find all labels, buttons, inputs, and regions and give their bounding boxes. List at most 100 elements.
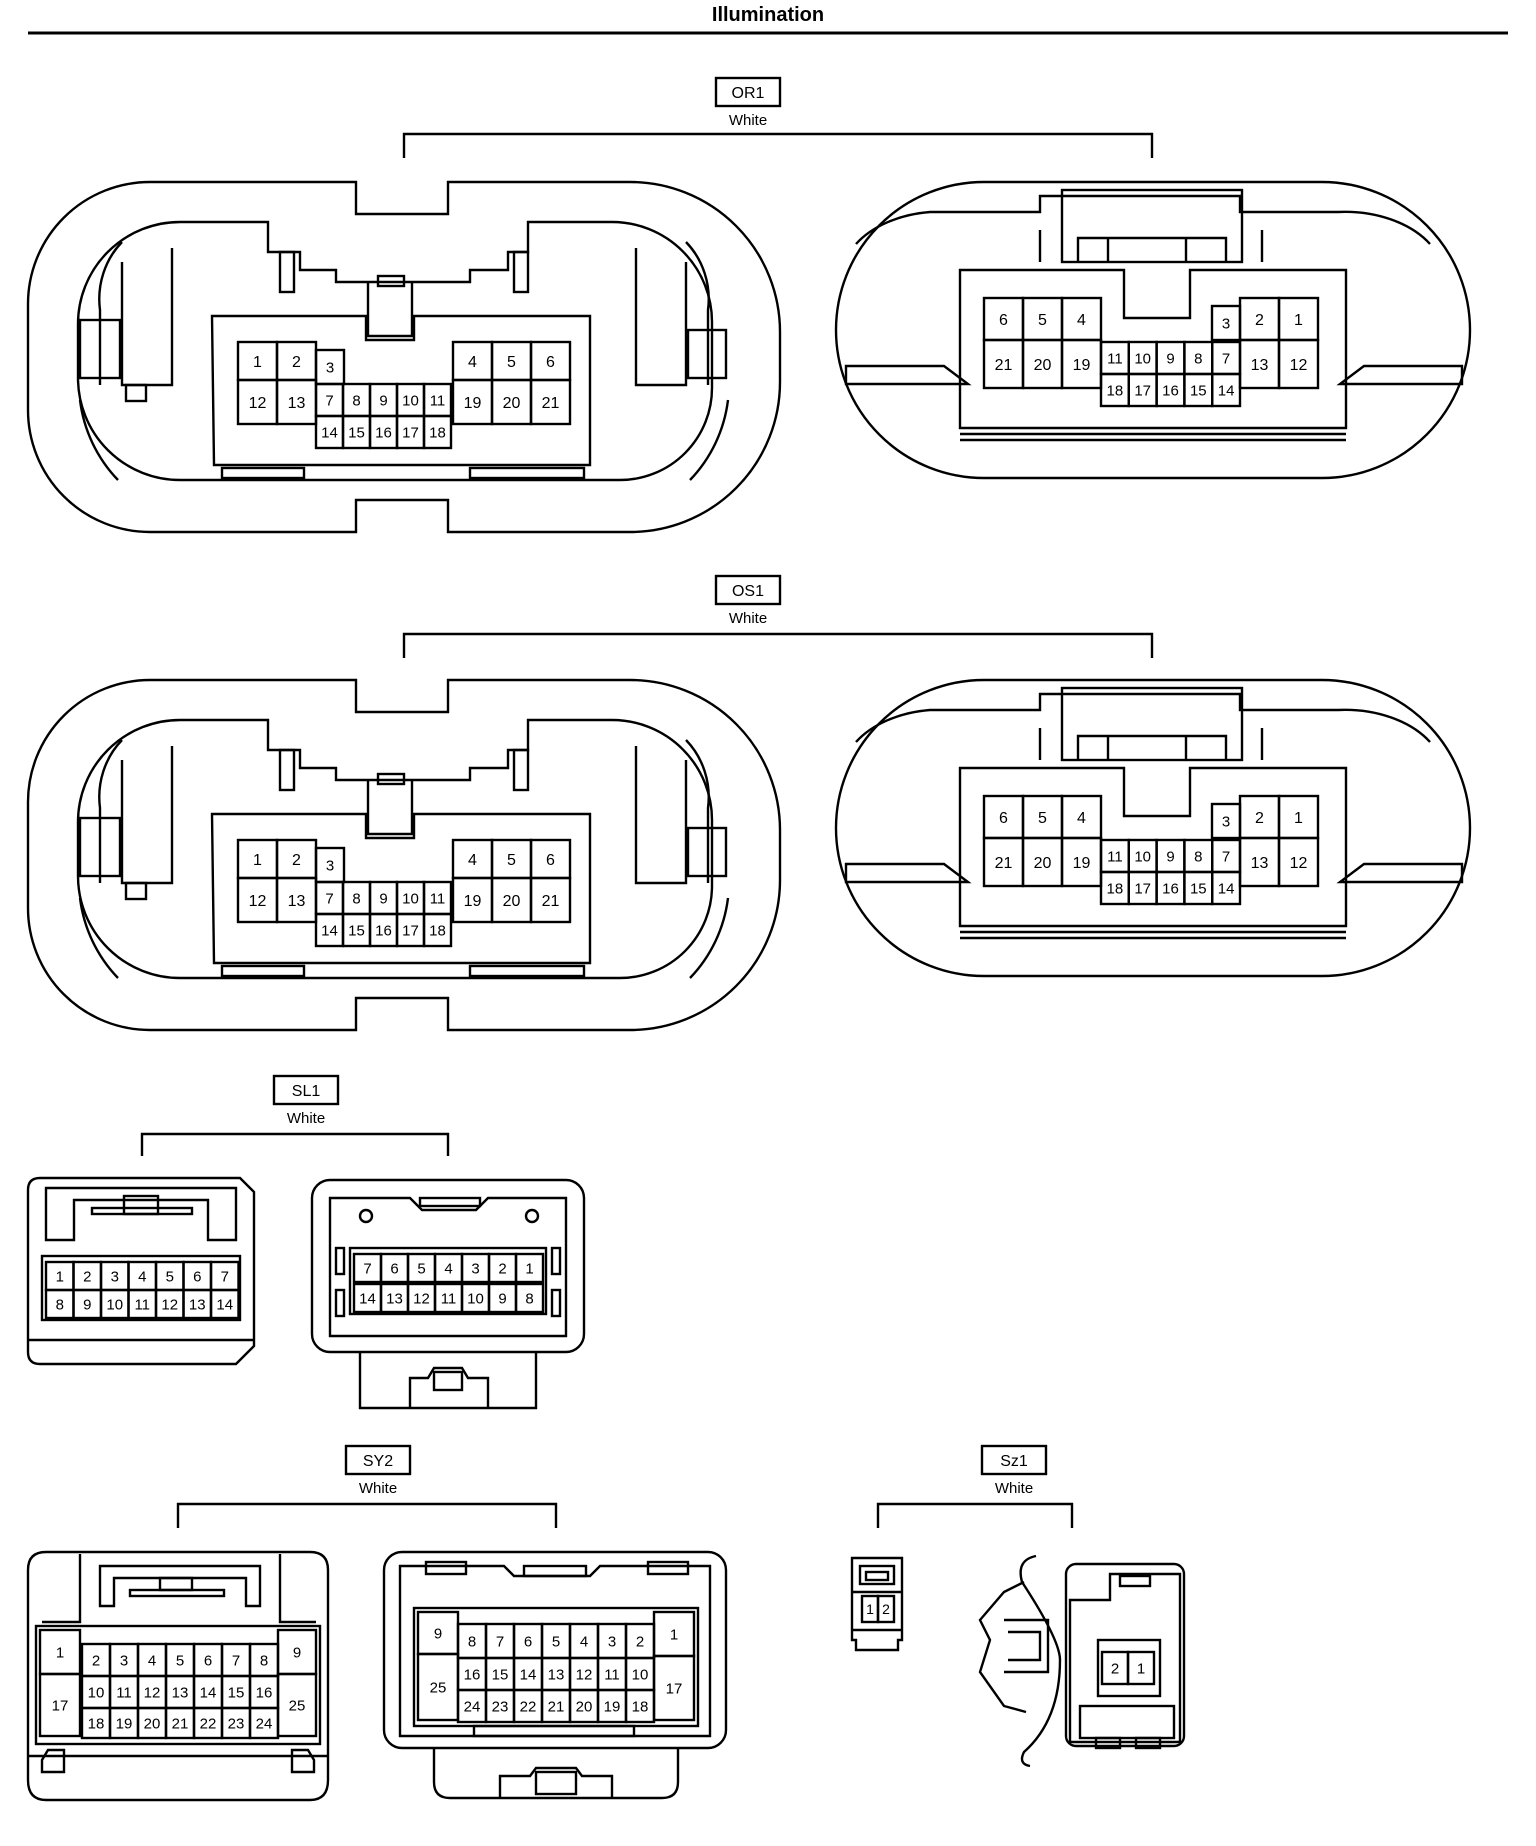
pin-number: 10 [402,890,419,907]
inner-frame [958,766,1348,928]
connector-label-box [272,1074,340,1106]
pin-number: 8 [468,1633,476,1650]
pin-number: 15 [348,424,365,441]
pin-number: 12 [576,1666,593,1683]
pin-cell [1126,1650,1156,1686]
pin-number: 2 [1111,1660,1119,1677]
pin-number: 4 [1077,312,1086,329]
pin-number: 7 [363,1260,371,1277]
hood [864,1570,890,1582]
pin-number: 17 [402,424,419,441]
rail-right [1336,862,1464,884]
cavity-frame [40,1254,242,1322]
pin-number: 8 [525,1290,533,1307]
connector-body [310,1178,586,1354]
connector-code: OS1 [732,583,764,600]
latch-left [78,318,122,380]
pin-number: 12 [413,1290,430,1307]
latch-right [686,826,728,878]
pin-number: 1 [1137,1660,1145,1677]
pin-number: 15 [492,1666,509,1683]
pin-cell [209,1288,240,1320]
pin-number: 3 [111,1268,119,1285]
connector-body [834,180,1472,480]
pin-number: 21 [542,395,560,412]
outer-arc [78,399,119,481]
connector-body [382,1550,728,1750]
lock-bar [128,1588,226,1598]
pin-cell [876,1594,896,1624]
connector-bracket [176,1502,558,1528]
pin-number: 22 [520,1698,537,1715]
pin-cell [1277,338,1320,390]
pin-cell [38,1672,82,1738]
pin-cell [1210,372,1242,408]
pin-number: 1 [1294,810,1303,827]
pin-number: 1 [56,1644,64,1661]
pin-number: 19 [1073,855,1091,872]
pin-number: 1 [253,354,262,371]
pin-number: 2 [292,354,301,371]
connector-label-box [980,1444,1048,1476]
pin-number: 9 [379,392,387,409]
cavity-frame [348,1246,548,1316]
foot [1094,1736,1122,1750]
pin-number: 2 [83,1268,91,1285]
lock-tab [408,1366,490,1408]
latch-tab [124,383,148,403]
connector-body [1064,1562,1186,1748]
connector-bracket [402,632,1154,658]
pin-number: 19 [464,395,482,412]
post [512,250,530,294]
latch-left [120,746,174,885]
pin-number: 7 [325,392,333,409]
lock-tab [498,1766,614,1798]
pin-number: 13 [189,1296,206,1313]
connector-label-box [714,574,782,606]
pin-number: 19 [604,1698,621,1715]
cavity-frame [1096,1638,1162,1698]
pin-number: 2 [1255,810,1264,827]
pin-number: 8 [56,1296,64,1313]
pin-number: 6 [524,1633,532,1650]
pin-number: 18 [632,1698,649,1715]
pin-number: 12 [249,395,267,412]
pin-number: 1 [56,1268,64,1285]
pin-cell [422,414,453,450]
side-slot [550,1246,562,1276]
pin-number: 20 [576,1698,593,1715]
post [512,748,530,792]
pin-number: 14 [1218,382,1235,399]
side-slot [334,1246,346,1276]
latch-left [78,816,122,878]
pin-number: 9 [498,1290,506,1307]
center-key [366,282,414,338]
center-key [376,274,406,288]
lock-tab [534,1770,578,1796]
pin-number: 7 [221,1268,229,1285]
pin-number: 6 [999,312,1008,329]
base [1078,1704,1176,1740]
connector-body [26,1176,256,1366]
pin-number: 5 [417,1260,425,1277]
latch-tab [124,881,148,901]
pin-number: 16 [1162,880,1179,897]
rail-left [844,862,972,884]
pin-number: 19 [1073,357,1091,374]
pin-number: 3 [471,1260,479,1277]
rail-right [1336,364,1464,386]
pin-number: 13 [288,395,306,412]
rail-left [844,364,972,386]
hood [855,194,1431,245]
pin-number: 10 [1134,848,1151,865]
lock-bar [90,1206,194,1216]
pin-number: 10 [402,392,419,409]
pin-number: 4 [1077,810,1086,827]
pin-number: 5 [1038,810,1047,827]
pin-number: 10 [467,1290,484,1307]
connector-code: SY2 [363,1453,393,1470]
